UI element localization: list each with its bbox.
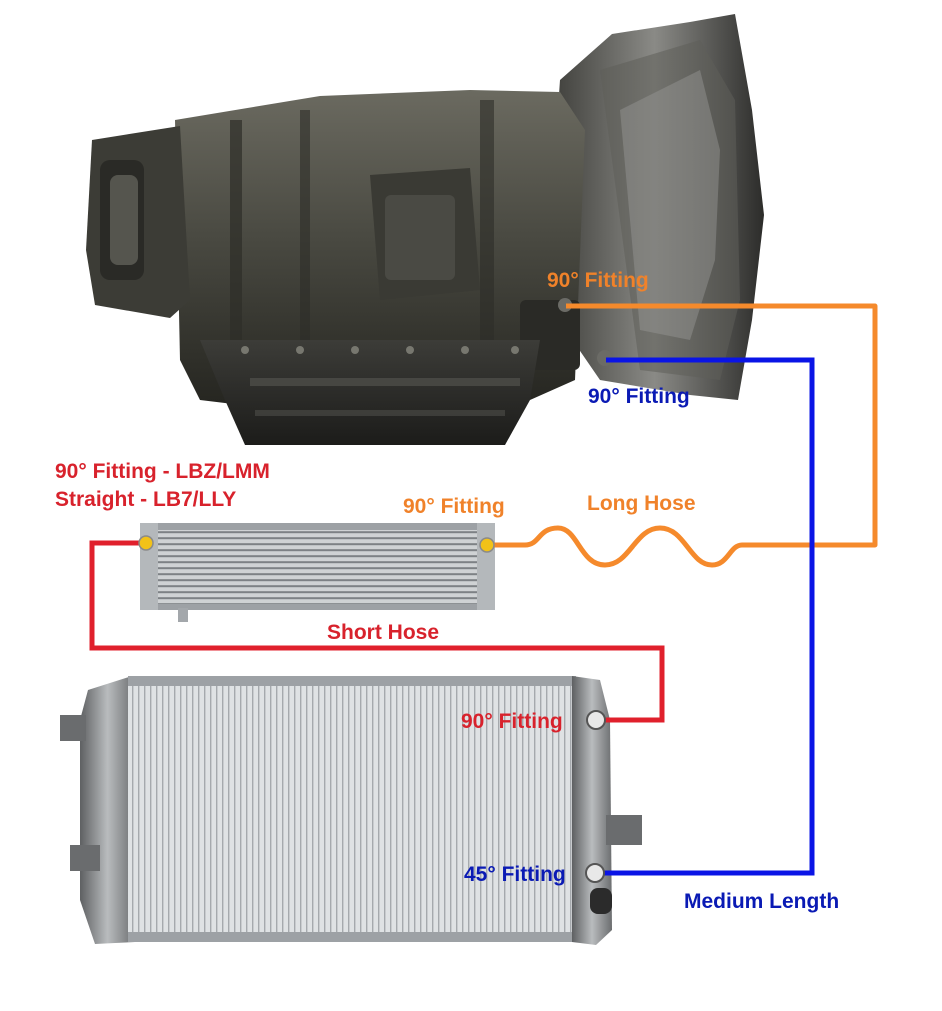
- trans-lower-fitting-label: 90° Fitting: [588, 385, 690, 408]
- trans-upper-fitting-label: 90° Fitting: [547, 269, 649, 292]
- auxiliary-cooler-picture: [140, 523, 495, 622]
- short-hose-label: Short Hose: [327, 621, 440, 644]
- transmission-picture: [86, 14, 764, 445]
- cooler-left-fitting-label: 90° Fitting - LBZ/LMM Straight - LB7/LLY: [55, 460, 270, 511]
- cooler-right-fitting-icon: [479, 537, 495, 553]
- cooler-right-fitting-label: 90° Fitting: [403, 495, 505, 518]
- short-hose-line: [89, 540, 665, 723]
- medium-length-hose-line: [597, 357, 815, 876]
- long-hose-line: [487, 303, 878, 568]
- cooler-left-fitting-icon: [138, 535, 154, 551]
- radiator-lower-fitting-icon: [585, 863, 605, 883]
- radiator-picture: [60, 676, 642, 945]
- long-hose-label: Long Hose: [587, 492, 696, 515]
- medium-length-hose-label: Medium Length: [684, 890, 840, 913]
- radiator-lower-fitting-label: 45° Fitting: [464, 863, 566, 886]
- radiator-upper-fitting-icon: [586, 710, 606, 730]
- radiator-upper-fitting-label: 90° Fitting: [461, 710, 563, 733]
